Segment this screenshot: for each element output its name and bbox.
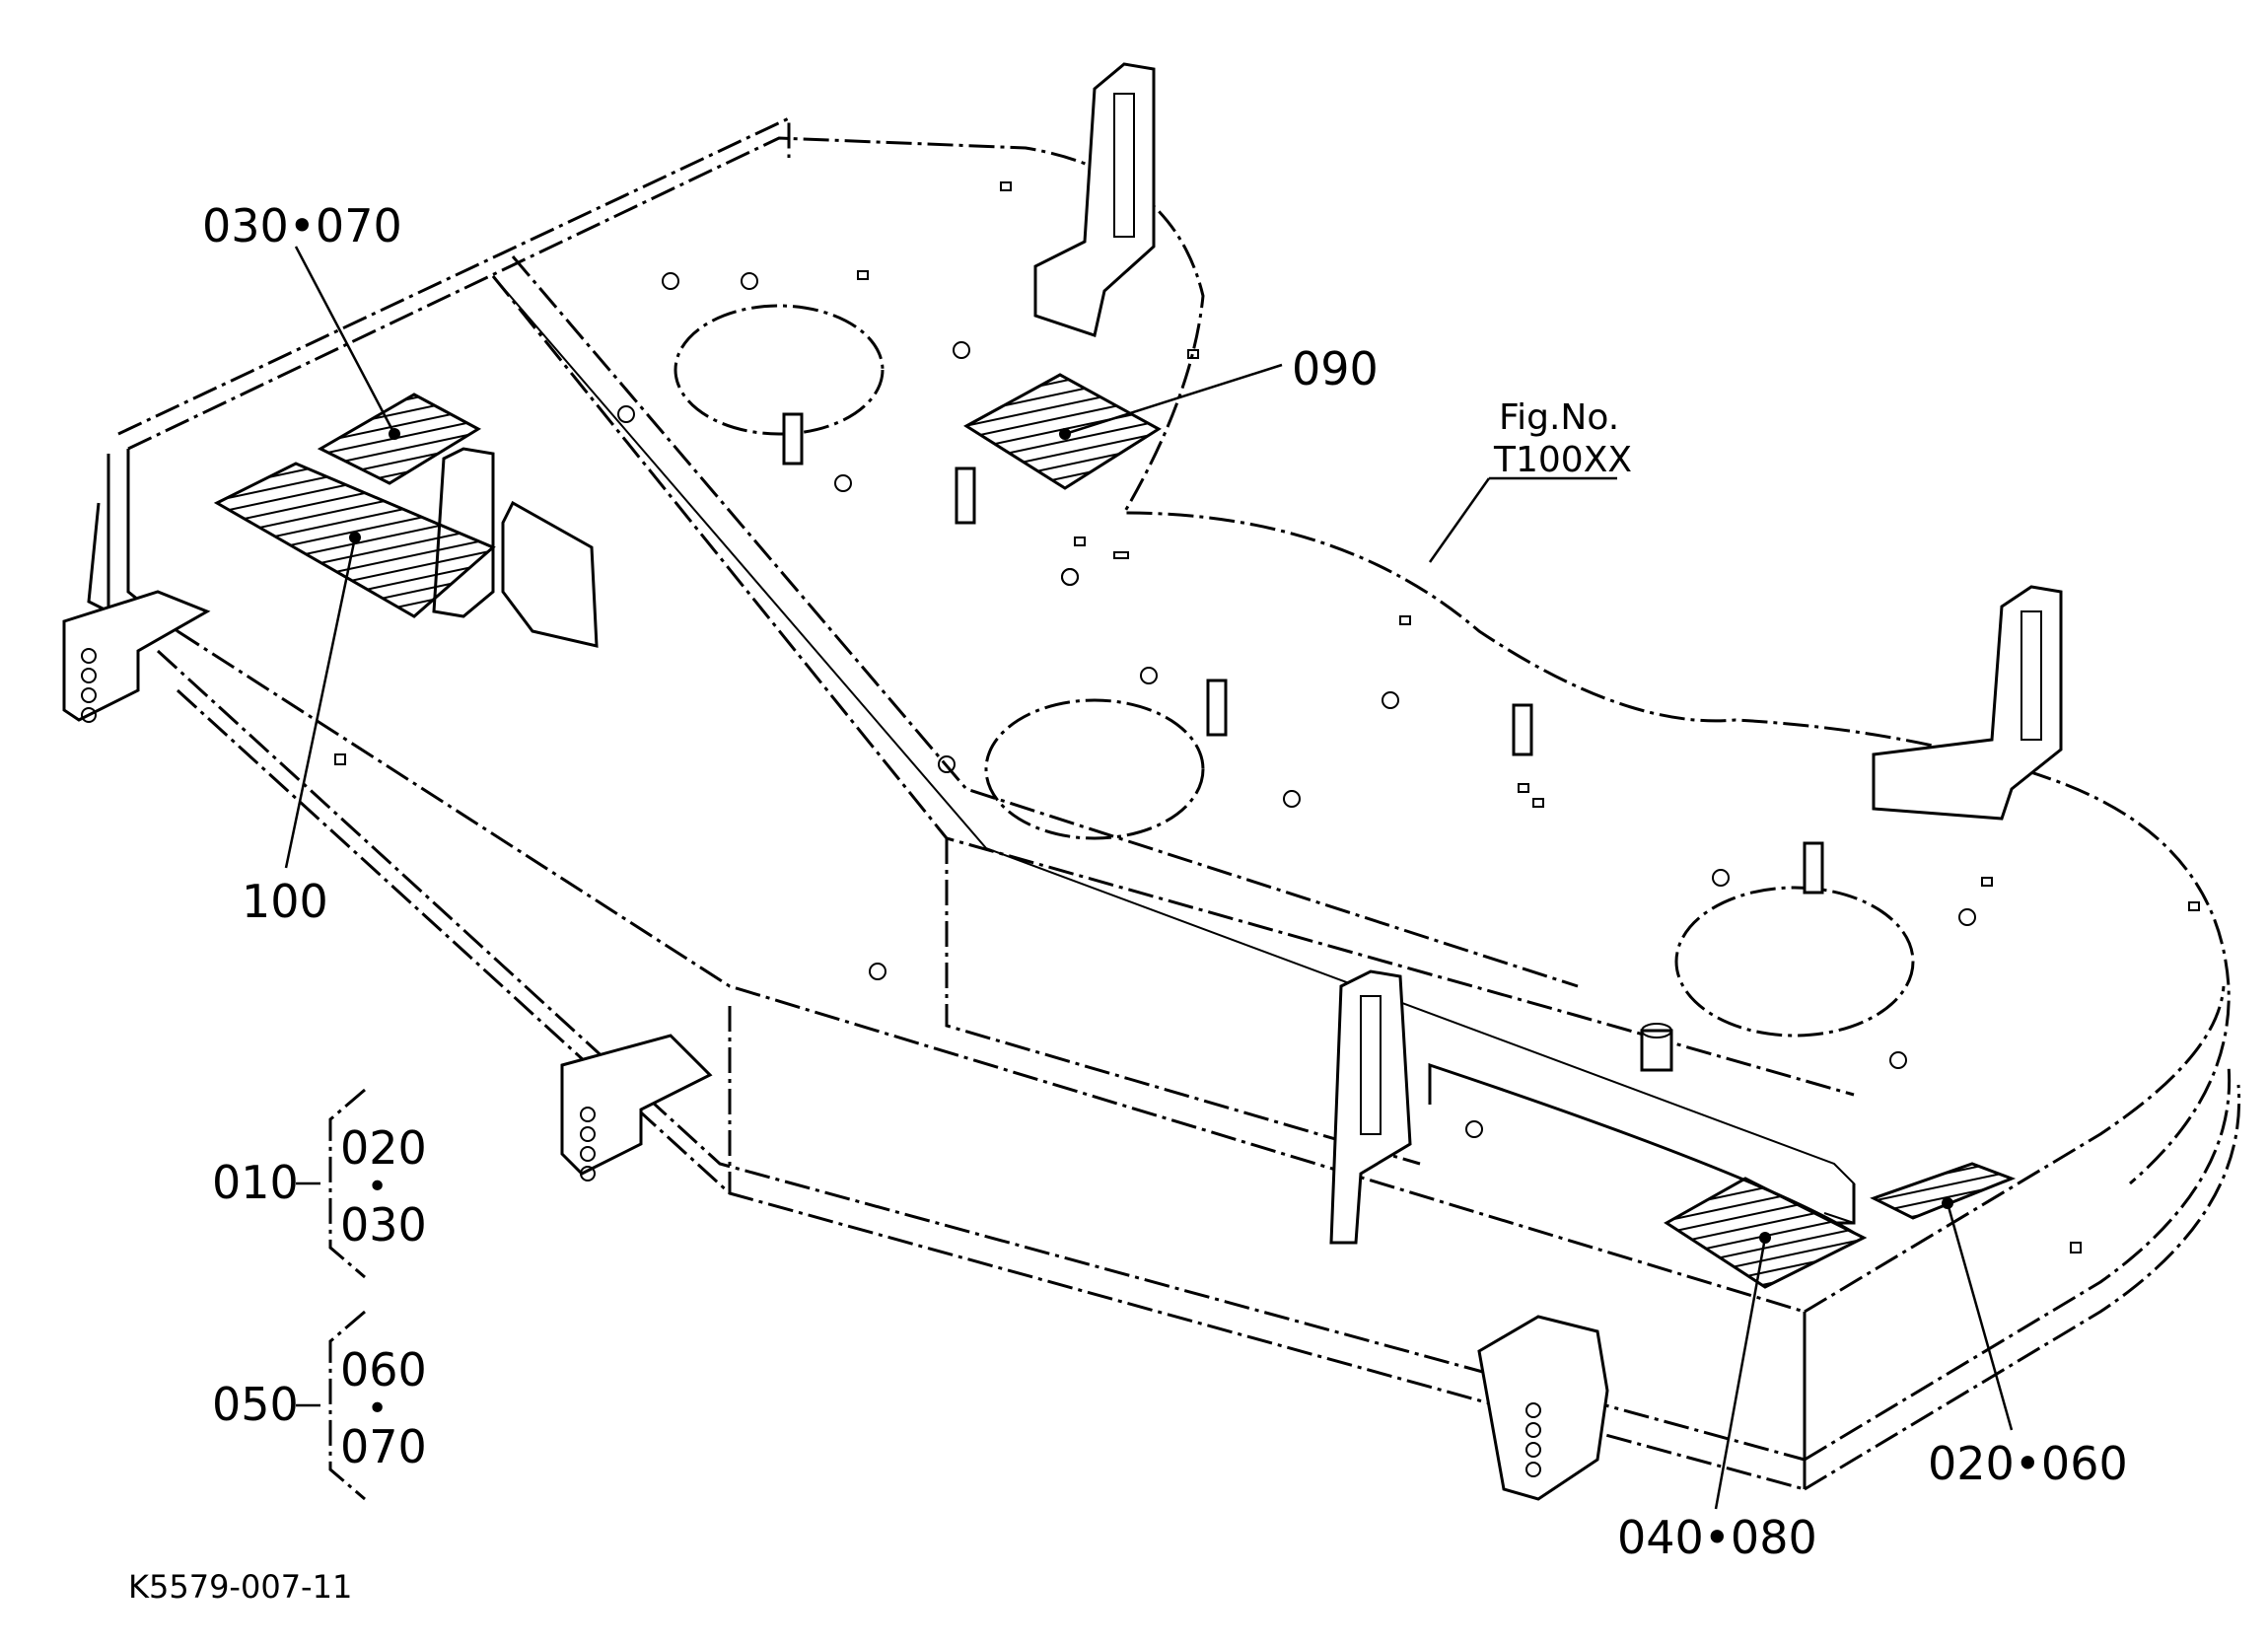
group-050-top: 060 — [340, 1343, 427, 1396]
callout-020-060: 020•060 — [1928, 1437, 2128, 1490]
group-050-dot: • — [367, 1389, 388, 1429]
group-010-dot: • — [367, 1167, 388, 1207]
callout-100: 100 — [242, 875, 328, 928]
callout-090: 090 — [1292, 342, 1379, 395]
fig-no-value: T100XX — [1493, 440, 1632, 480]
callout-040-080: 040•080 — [1617, 1511, 1817, 1564]
callout-030-070: 030•070 — [202, 199, 402, 252]
group-010-top: 020 — [340, 1121, 427, 1175]
spindle-openings — [334, 181, 2200, 1253]
callouts: 030•070 100 090 Fig.No. T100XX 040•080 0… — [128, 199, 2128, 1606]
group-010: 010 020 • 030 — [212, 1088, 427, 1279]
group-050-parent: 050 — [212, 1378, 299, 1431]
mower-deck-body — [87, 115, 2241, 1491]
drawing-code: K5579-007-11 — [128, 1568, 352, 1606]
group-010-bottom: 030 — [340, 1198, 427, 1252]
group-050-bottom: 070 — [340, 1420, 427, 1473]
decal-020-060 — [1870, 1162, 2017, 1220]
leader-lines — [284, 246, 2014, 1510]
height-brackets — [62, 62, 2063, 1501]
fig-no-label: Fig.No. — [1499, 397, 1619, 438]
group-050: 050 060 • 070 — [212, 1310, 427, 1501]
group-010-parent: 010 — [212, 1156, 299, 1209]
